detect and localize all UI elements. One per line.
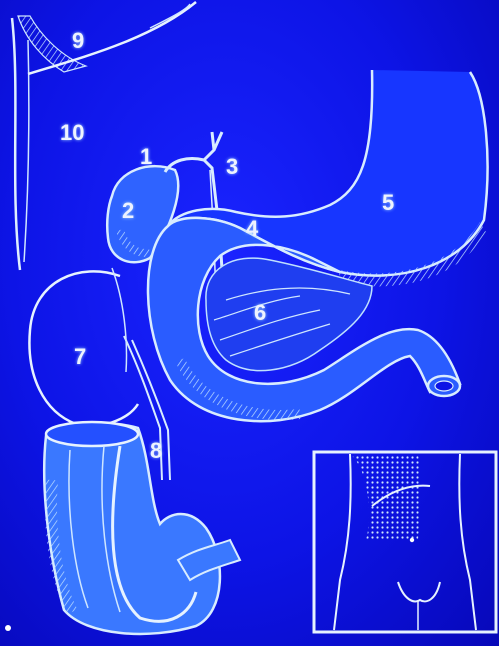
corner-dot xyxy=(5,625,11,631)
colon xyxy=(44,422,240,634)
label-4: 4 xyxy=(246,218,258,240)
label-8: 8 xyxy=(150,440,162,462)
label-6: 6 xyxy=(254,302,266,324)
label-9: 9 xyxy=(72,30,84,52)
label-2: 2 xyxy=(122,200,134,222)
label-5: 5 xyxy=(382,192,394,214)
label-10: 10 xyxy=(60,122,84,144)
torso-inset xyxy=(314,452,496,632)
label-1: 1 xyxy=(140,146,152,168)
label-7: 7 xyxy=(74,346,86,368)
label-3: 3 xyxy=(226,156,238,178)
